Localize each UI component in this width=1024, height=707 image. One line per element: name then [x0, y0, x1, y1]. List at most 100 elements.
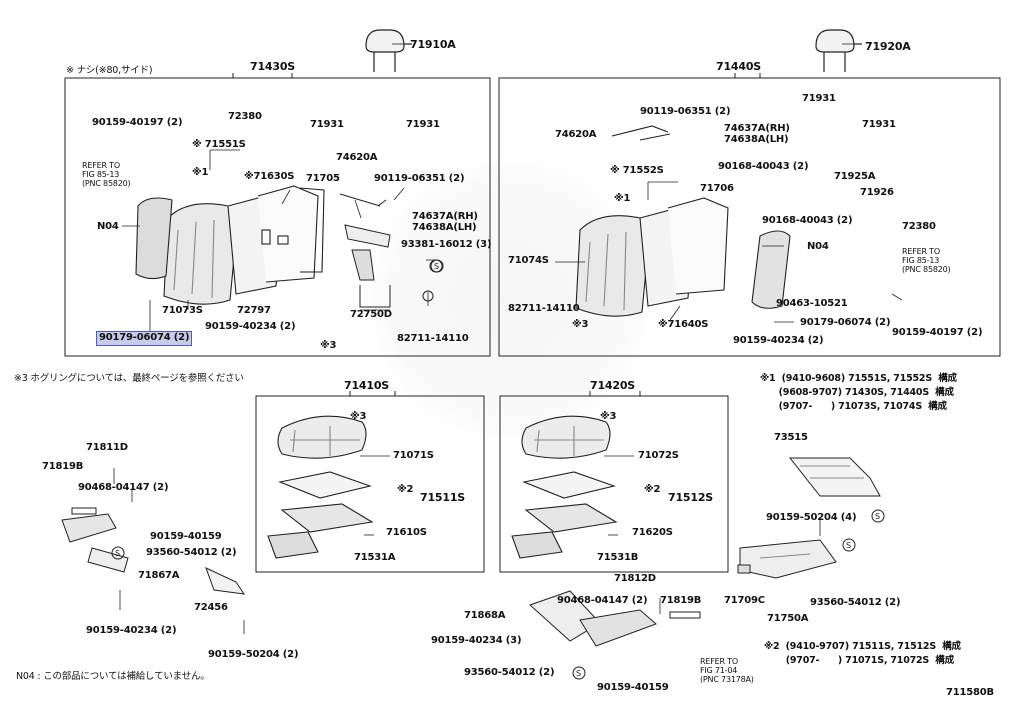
svg-text:S: S [875, 512, 880, 521]
side-cover-71812D-icon [529, 590, 701, 647]
label-72456[interactable]: 72456 [194, 602, 228, 613]
label-71073S[interactable]: 71073S [162, 305, 203, 316]
label-71552S[interactable]: ※ 71552S [610, 165, 664, 176]
label-71410S[interactable]: 71410S [344, 379, 389, 392]
label-71819B-right[interactable]: 71819B [660, 595, 702, 606]
label-72797[interactable]: 72797 [237, 305, 271, 316]
label-90159-40234-lower-mid[interactable]: 90159-40234 (3) [431, 635, 522, 646]
label-71931-b[interactable]: 71931 [406, 119, 440, 130]
seatback-right-icon [575, 125, 791, 317]
label-71420S[interactable]: 71420S [590, 379, 635, 392]
label-note1-right: ※1 [614, 193, 631, 204]
label-71071S[interactable]: 71071S [393, 450, 434, 461]
label-note2-right: ※2 [644, 484, 661, 495]
label-71812D[interactable]: 71812D [614, 573, 656, 584]
label-71931-d[interactable]: 71931 [862, 119, 896, 130]
label-71910A[interactable]: 71910A [410, 38, 456, 51]
label-90119-06351-left[interactable]: 90119-06351 (2) [374, 173, 465, 184]
svg-text:S: S [434, 262, 439, 271]
label-note3-left: ※3 [320, 340, 337, 351]
label-71706[interactable]: 71706 [700, 183, 734, 194]
label-71072S[interactable]: 71072S [638, 450, 679, 461]
label-71531B[interactable]: 71531B [597, 552, 639, 563]
label-90119-06351-right[interactable]: 90119-06351 (2) [640, 106, 731, 117]
label-71709C[interactable]: 71709C [724, 595, 765, 606]
frame-71410S [255, 395, 485, 573]
label-71920A[interactable]: 71920A [865, 40, 911, 53]
label-N04-right[interactable]: N04 [807, 241, 829, 252]
label-93381-16012[interactable]: 93381-16012 (3) [401, 239, 492, 250]
label-71640S[interactable]: ※71640S [658, 319, 709, 330]
label-71811D[interactable]: 71811D [86, 442, 128, 453]
label-90179-06074-right[interactable]: 90179-06074 (2) [800, 317, 891, 328]
label-90159-40234-lower-left[interactable]: 90159-40234 (2) [86, 625, 177, 636]
seatback-left-icon [135, 185, 325, 305]
note-composition-2: ※2 (9410-9707) 71511S, 71512S 構成 (9707- … [764, 641, 961, 666]
label-74620A-right[interactable]: 74620A [555, 129, 597, 140]
label-73515[interactable]: 73515 [774, 432, 808, 443]
label-71430S[interactable]: 71430S [250, 60, 295, 73]
label-71819B-left[interactable]: 71819B [42, 461, 84, 472]
label-90468-04147-right[interactable]: 90468-04147 (2) [557, 595, 648, 606]
label-90168-40043-b[interactable]: 90168-40043 (2) [762, 215, 853, 226]
label-71705[interactable]: 71705 [306, 173, 340, 184]
label-74637A-right[interactable]: 74637A(RH) [724, 123, 790, 134]
label-72380-left[interactable]: 72380 [228, 111, 262, 122]
label-90463-10521[interactable]: 90463-10521 [776, 298, 848, 309]
label-90468-04147-left[interactable]: 90468-04147 (2) [78, 482, 169, 493]
label-90159-40234-left[interactable]: 90159-40234 (2) [205, 321, 296, 332]
label-71868A[interactable]: 71868A [464, 610, 506, 621]
label-93560-54012-left[interactable]: 93560-54012 (2) [146, 547, 237, 558]
label-71925A[interactable]: 71925A [834, 171, 876, 182]
label-71531A[interactable]: 71531A [354, 552, 396, 563]
label-82711-14110-left[interactable]: 82711-14110 [397, 333, 469, 344]
svg-text:S: S [846, 541, 851, 550]
label-71512S[interactable]: 71512S [668, 491, 713, 504]
svg-text:S: S [576, 669, 581, 678]
note-composition-1-line2: (9608-9707) 71430S, 71440S 構成 [760, 387, 954, 398]
label-90159-50204-b[interactable]: 90159-50204 (2) [208, 649, 299, 660]
label-71926[interactable]: 71926 [860, 187, 894, 198]
note-composition-1-line1: ※1 (9410-9608) 71551S, 71552S 構成 [760, 373, 957, 384]
label-90159-40197-right[interactable]: 90159-40197 (2) [892, 327, 983, 338]
svg-text:S: S [115, 549, 120, 558]
label-71620S[interactable]: 71620S [632, 527, 673, 538]
label-71551S[interactable]: ※ 71551S [192, 139, 246, 150]
label-90159-40159-left[interactable]: 90159-40159 [150, 531, 222, 542]
note-composition-1-line3: (9707- ) 71073S, 71074S 構成 [760, 401, 947, 412]
label-82711-14110-right[interactable]: 82711-14110 [508, 303, 580, 314]
side-cover-71811D-icon [61, 507, 246, 595]
label-90159-50204-a[interactable]: 90159-50204 (4) [766, 512, 857, 523]
refer-fig-85-13-left[interactable]: REFER TO FIG 85-13 (PNC 85820) [82, 161, 131, 188]
label-93560-54012-right[interactable]: 93560-54012 (2) [810, 597, 901, 608]
label-71867A[interactable]: 71867A [138, 570, 180, 581]
label-N04-left[interactable]: N04 [97, 221, 119, 232]
label-74638A-right[interactable]: 74638A(LH) [724, 134, 789, 145]
label-71630S[interactable]: ※71630S [244, 171, 295, 182]
label-71610S[interactable]: 71610S [386, 527, 427, 538]
label-90159-40234-right[interactable]: 90159-40234 (2) [733, 335, 824, 346]
label-71750A[interactable]: 71750A [767, 613, 809, 624]
label-71440S[interactable]: 71440S [716, 60, 761, 73]
label-90179-06074-highlighted[interactable]: 90179-06074 (2) [96, 331, 193, 346]
label-72750D[interactable]: 72750D [350, 309, 392, 320]
label-71074S[interactable]: 71074S [508, 255, 549, 266]
label-74638A-left[interactable]: 74638A(LH) [412, 222, 477, 233]
refer-fig-85-13-right[interactable]: REFER TO FIG 85-13 (PNC 85820) [902, 247, 951, 274]
label-74637A-left[interactable]: 74637A(RH) [412, 211, 478, 222]
refer-fig-71-04[interactable]: REFER TO FIG 71-04 (PNC 73178A) [700, 657, 754, 684]
note-hog-ring: ※3 ホグリングについては、最終ページを参照ください [14, 373, 244, 384]
seat-cushion-right-icon [511, 415, 618, 559]
label-90159-40159-right[interactable]: 90159-40159 [597, 682, 669, 693]
label-71511S[interactable]: 71511S [420, 491, 465, 504]
label-90168-40043-a[interactable]: 90168-40043 (2) [718, 161, 809, 172]
label-72380-right[interactable]: 72380 [902, 221, 936, 232]
frame-71430S [64, 77, 491, 357]
label-90159-40197-left[interactable]: 90159-40197 (2) [92, 117, 183, 128]
label-71931-c[interactable]: 71931 [802, 93, 836, 104]
label-71931-a[interactable]: 71931 [310, 119, 344, 130]
label-93560-54012-mid[interactable]: 93560-54012 (2) [464, 667, 555, 678]
label-74620A-left[interactable]: 74620A [336, 152, 378, 163]
